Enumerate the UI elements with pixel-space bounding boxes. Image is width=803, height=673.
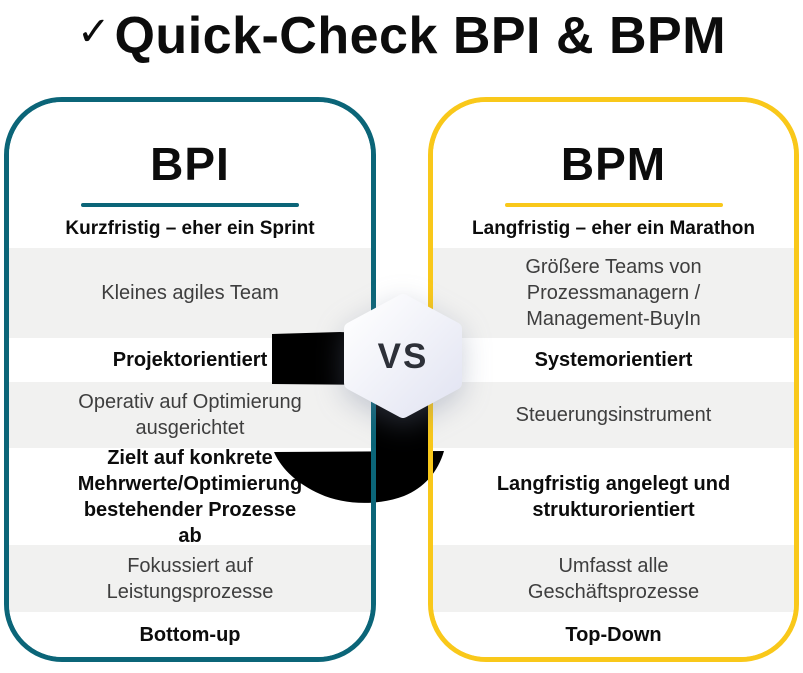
bpi-card-title: BPI	[150, 138, 230, 191]
bpi-row-fokus: Fokussiert auf Leistungsprozesse	[9, 545, 371, 612]
bpm-card-header: BPM Langfristig – eher ein Marathon	[433, 102, 794, 248]
vs-badge: VS	[342, 293, 464, 421]
check-icon: ✓	[76, 10, 111, 54]
bpm-card: BPM Langfristig – eher ein Marathon Größ…	[428, 97, 799, 662]
bpi-row-orientation: Projektorientiert	[9, 338, 371, 382]
bpm-row-langfristig: Langfristig angelegt und strukturorienti…	[433, 448, 794, 545]
bpi-row-team: Kleines agiles Team	[9, 248, 371, 338]
bpm-row-umfasst: Umfasst alle Geschäftsprozesse	[433, 545, 794, 612]
bpm-title-underline	[504, 203, 723, 207]
bpm-row-team: Größere Teams von Prozessmanagern / Mana…	[433, 248, 794, 338]
bpi-title-underline	[81, 203, 299, 207]
bpm-row-direction: Top-Down	[433, 612, 794, 657]
bpm-row-steuerung: Steuerungsinstrument	[433, 382, 794, 448]
page-title-text: Quick-Check BPI & BPM	[114, 7, 727, 65]
bpm-subtitle: Langfristig – eher ein Marathon	[472, 218, 755, 239]
page-title: ✓ Quick-Check BPI & BPM	[0, 0, 803, 72]
bpi-row-direction: Bottom-up	[9, 612, 371, 657]
bpm-row-orientation: Systemorientiert	[433, 338, 794, 382]
vs-badge-label: VS	[377, 337, 429, 376]
bpi-row-operativ: Operativ auf Optimierung ausgerichtet	[9, 382, 371, 448]
bpi-card-header: BPI Kurzfristig – eher ein Sprint	[9, 102, 371, 248]
bpi-subtitle: Kurzfristig – eher ein Sprint	[65, 218, 315, 239]
bpi-card: BPI Kurzfristig – eher ein Sprint Kleine…	[4, 97, 376, 662]
bpm-card-title: BPM	[560, 138, 667, 191]
bpi-row-ziel: Zielt auf konkrete Mehrwerte/Optimierung…	[9, 447, 371, 547]
